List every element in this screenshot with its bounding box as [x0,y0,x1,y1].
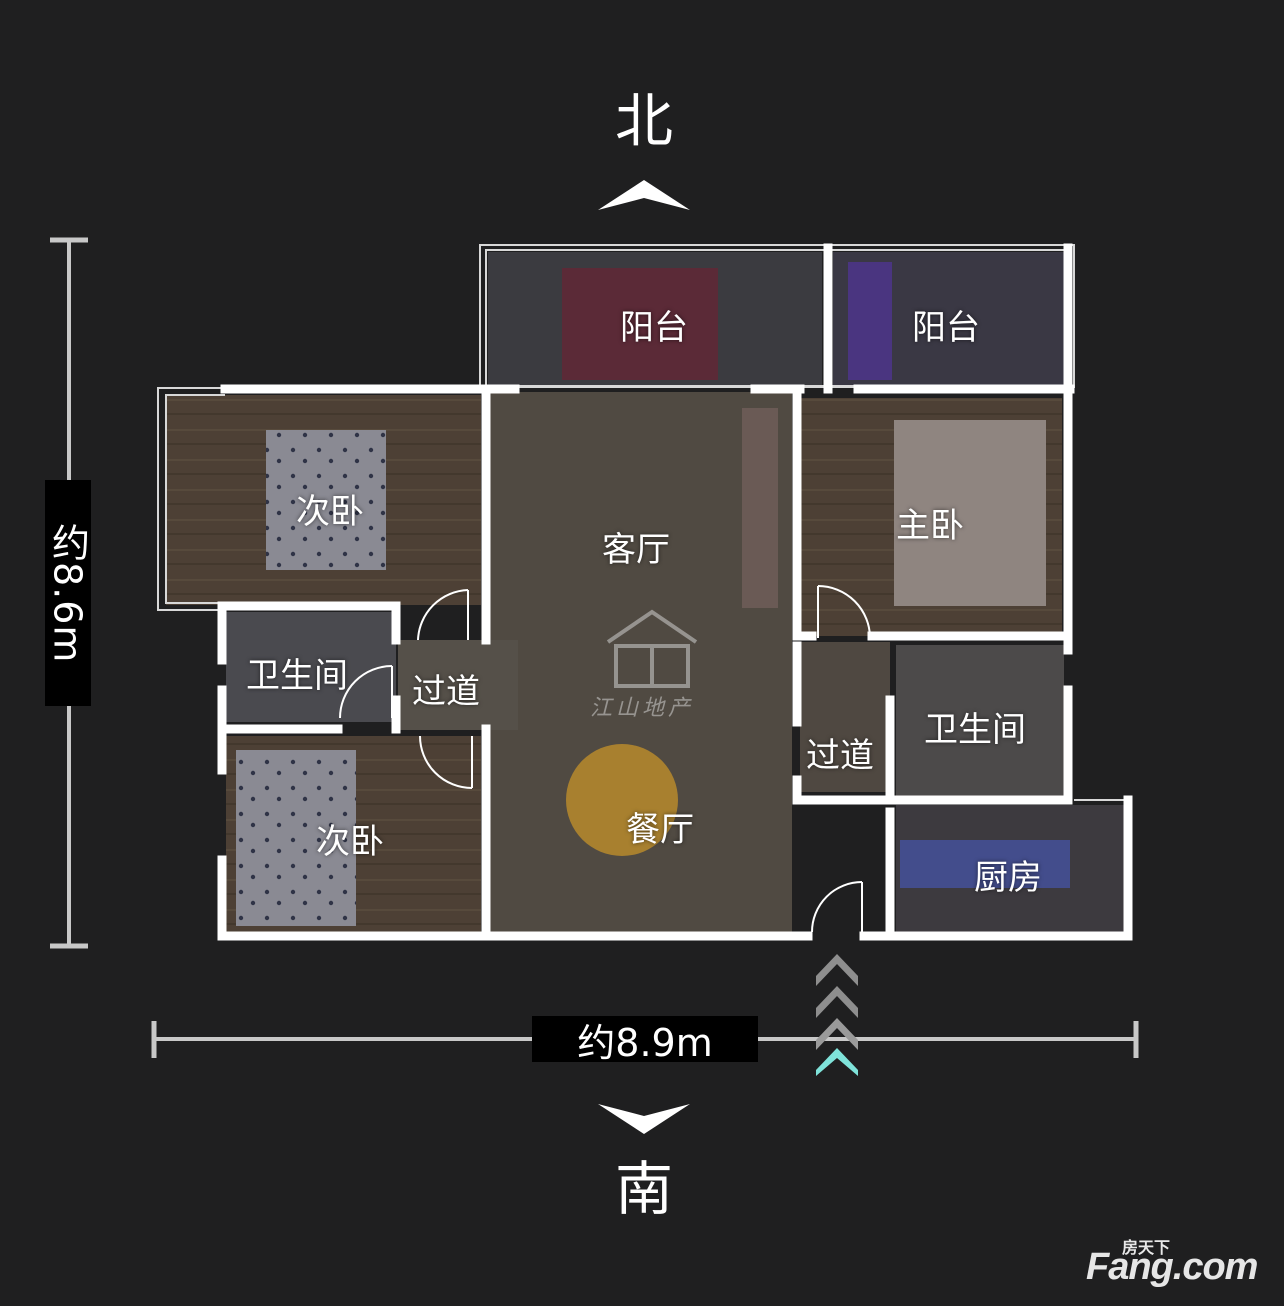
corridor-1-floor [398,640,518,730]
room-label-balcony-1: 阳台 [620,308,688,348]
brand-logo: 房天下 Fang.com [1086,1234,1272,1294]
north-arrow-icon [598,180,690,210]
room-label-dining-room: 餐厅 [626,810,694,850]
dining-table [566,744,678,856]
room-label-living-room: 客厅 [602,530,670,570]
bathroom-1-floor [226,612,396,722]
bathroom-2-floor [896,645,1064,797]
room-label-master-bedroom: 主卧 [896,506,964,546]
entrance-arrow-icon [816,954,858,1076]
height-dimension-text: 约8.6m [45,522,90,664]
corridor-2-floor [800,642,890,792]
balcony-2-mat [848,262,892,380]
north-label: 北 [614,87,673,155]
room-label-bathroom-1: 卫生间 [246,656,348,696]
bed-master [894,420,1046,606]
width-dimension-label: 约8.9m [532,1016,758,1065]
room-label-bathroom-2: 卫生间 [924,710,1026,750]
bed-1 [266,430,386,570]
center-watermark-text: 江山地产 [590,696,695,721]
balcony-1-rug [562,268,718,380]
room-label-corridor-1: 过道 [412,672,480,712]
sofa [742,408,778,608]
room-label-balcony-2: 阳台 [912,308,980,348]
brand-main-text: Fang.com [1086,1246,1258,1288]
room-label-corridor-2: 过道 [806,736,874,776]
room-label-second-bedroom-2: 次卧 [316,822,384,862]
south-arrow-icon [598,1104,690,1134]
kitchen-counter [900,840,1070,888]
room-label-second-bedroom-1: 次卧 [296,492,364,532]
south-label: 南 [614,1155,673,1223]
watermark-house-icon [606,609,698,688]
height-dimension-label: 约8.6m [45,480,91,706]
brand-small-text: 房天下 [1122,1238,1171,1257]
bed-2 [236,750,356,926]
room-label-kitchen: 厨房 [974,858,1042,898]
